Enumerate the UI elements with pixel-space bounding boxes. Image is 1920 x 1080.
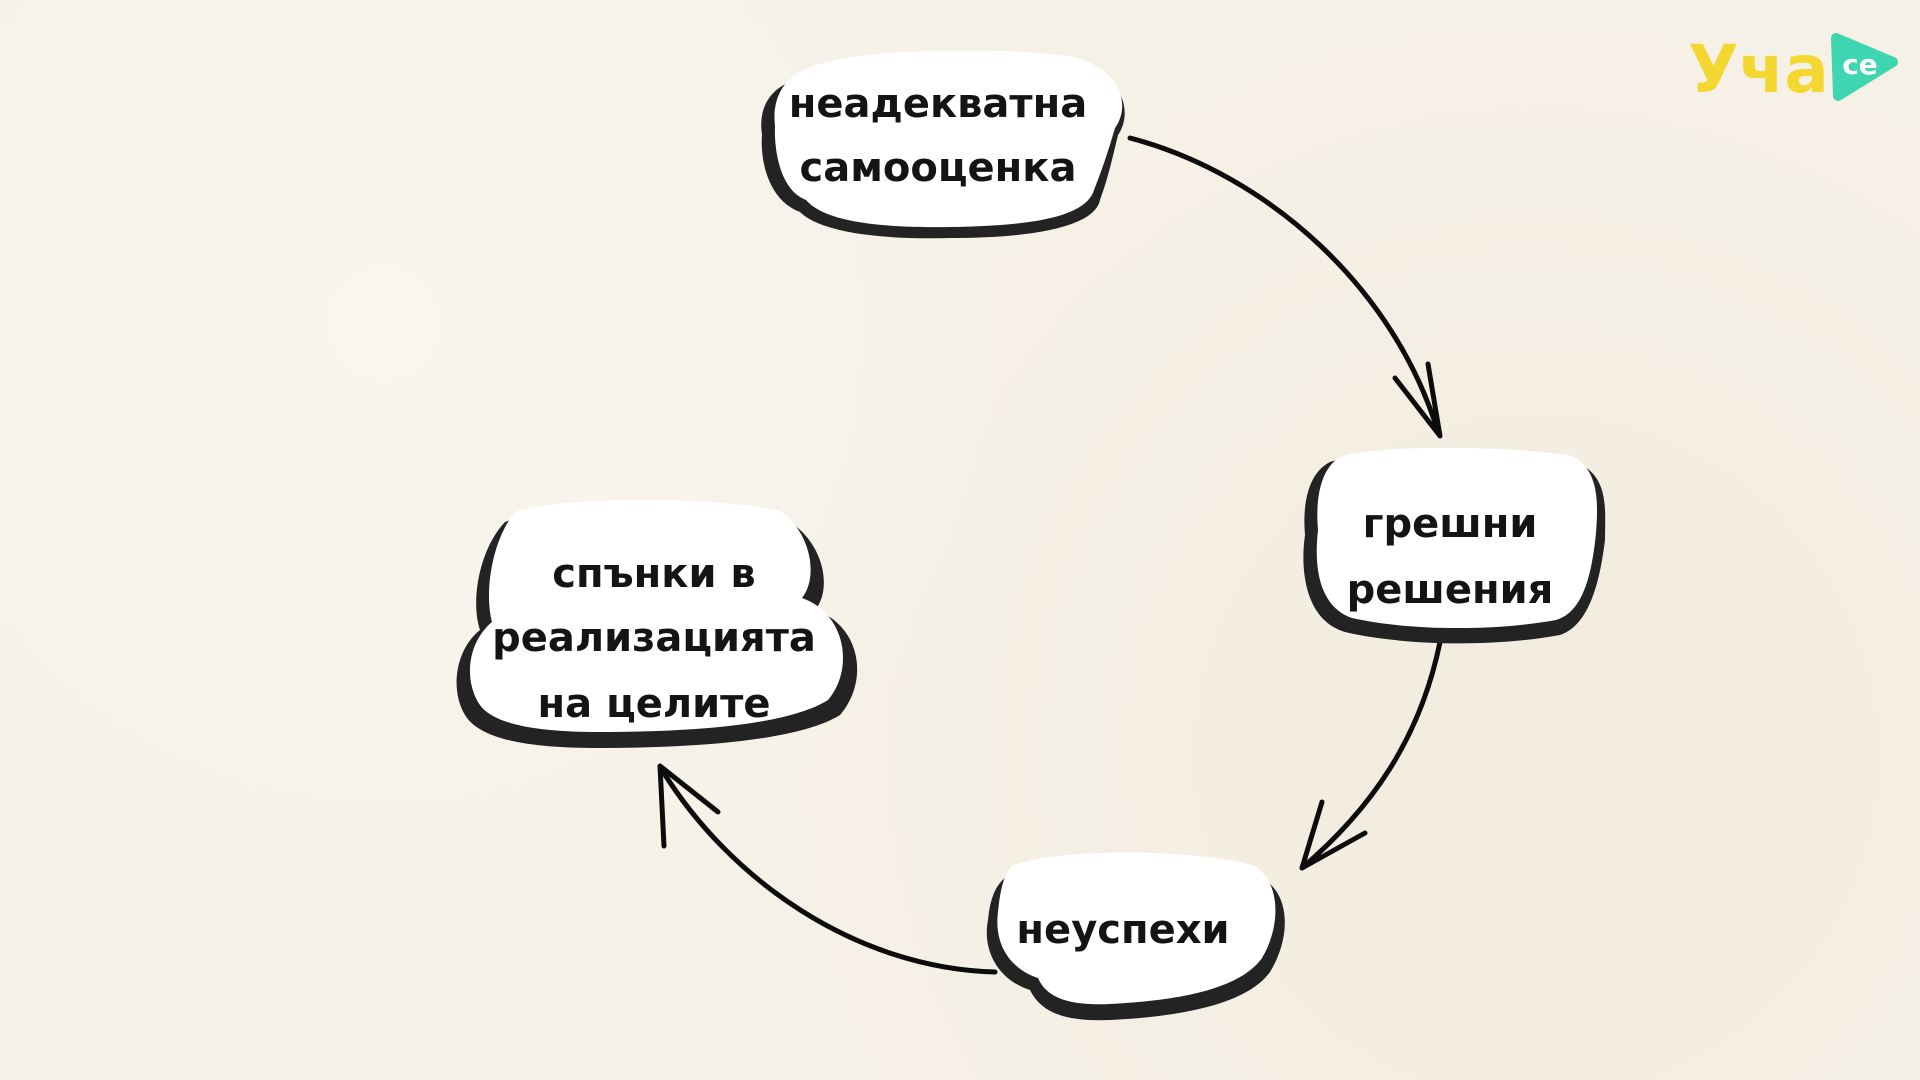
- edge-self-esteem-to-wrong-decisions: [1127, 135, 1443, 439]
- node-obstacles-line-3: на целите: [538, 681, 771, 727]
- edge-failures-to-obstacles: [657, 763, 998, 975]
- node-failures: неуспехи: [986, 852, 1285, 1021]
- node-self-esteem-line-2: самооценка: [800, 145, 1077, 191]
- logo-suffix: се: [1842, 48, 1878, 81]
- node-failures-line-1: неуспехи: [1016, 907, 1229, 953]
- node-obstacles-line-1: спънки в: [552, 551, 755, 597]
- node-self-esteem: неадекватна самооценка: [761, 50, 1125, 239]
- logo-play-badge-icon: се: [1831, 33, 1898, 101]
- node-wrong-decisions-line-1: грешни: [1363, 501, 1538, 547]
- logo-letters: Уча: [1688, 31, 1829, 106]
- node-wrong-decisions: грешни решения: [1303, 447, 1606, 644]
- node-self-esteem-line-1: неадекватна: [789, 81, 1087, 127]
- node-obstacles: спънки в реализацията на целите: [456, 500, 858, 748]
- brand-logo: Уча се: [1688, 31, 1898, 106]
- node-obstacles-line-2: реализацията: [492, 615, 816, 661]
- edge-wrong-decisions-to-failures: [1299, 639, 1443, 871]
- node-wrong-decisions-line-2: решения: [1347, 567, 1554, 613]
